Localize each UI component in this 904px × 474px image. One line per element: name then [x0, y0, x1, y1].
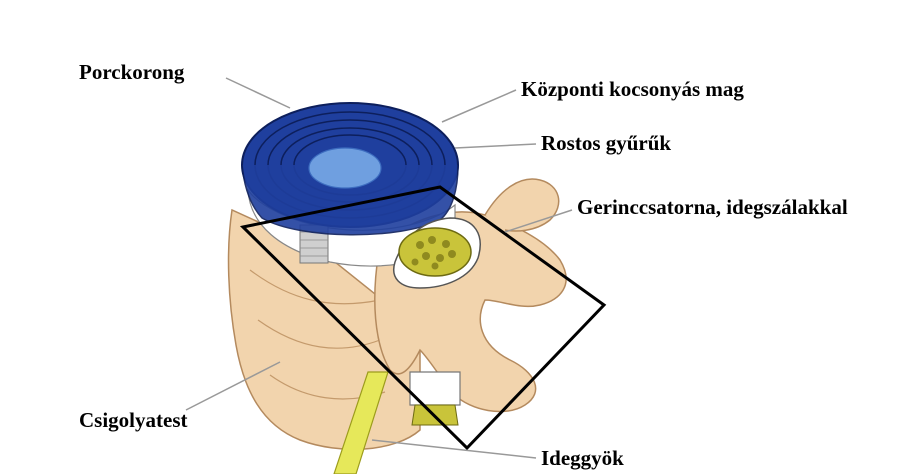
nucleus-pulposus	[309, 148, 381, 188]
label-kozponti-kocsonyas-mag: Központi kocsonyás mag	[521, 79, 744, 100]
label-ideggyok: Ideggyök	[541, 448, 624, 469]
label-gerinccsatorna: Gerinccsatorna, idegszálakkal	[577, 197, 848, 218]
label-porckorong: Porckorong	[79, 62, 184, 83]
label-rostos-gyuruk: Rostos gyűrűk	[541, 133, 671, 154]
label-csigolyatest: Csigolyatest	[79, 410, 188, 431]
